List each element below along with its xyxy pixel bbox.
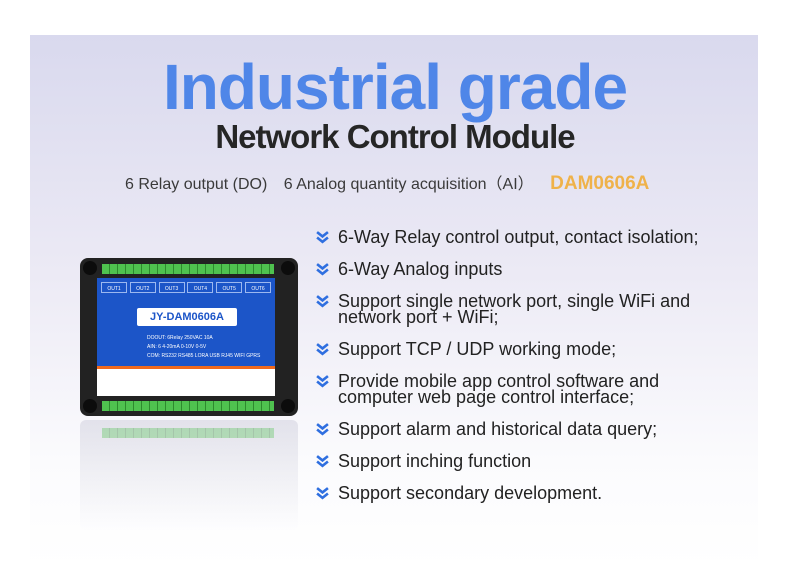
double-chevron-down-icon — [316, 487, 329, 500]
device-specs: DOOUT: 6Relay 250VAC 10A AIN: 6 4-20mA 0… — [147, 334, 260, 361]
feature-item: Provide mobile app control software and … — [316, 372, 736, 406]
output-label: OUT2 — [129, 282, 156, 293]
feature-list: 6-Way Relay control output, contact isol… — [316, 228, 736, 517]
feature-item: Support inching function — [316, 452, 736, 470]
sub-headline: Network Control Module — [215, 118, 575, 155]
output-labels: OUT1 OUT2 OUT3 OUT4 OUT5 OUT6 — [101, 282, 271, 293]
terminal-number-strip — [97, 366, 275, 396]
spec-do: DOOUT: 6Relay 250VAC 10A — [147, 335, 213, 341]
tagline-ai: 6 Analog quantity acquisition（AI） — [283, 176, 534, 193]
output-label: OUT5 — [216, 282, 243, 293]
feature-item: Support single network port, single WiFi… — [316, 292, 736, 326]
feature-item: 6-Way Relay control output, contact isol… — [316, 228, 736, 246]
double-chevron-down-icon — [316, 375, 329, 388]
double-chevron-down-icon — [316, 343, 329, 356]
double-chevron-down-icon — [316, 263, 329, 276]
double-chevron-down-icon — [316, 231, 329, 244]
tagline: 6 Relay output (DO) 6 Analog quantity ac… — [125, 170, 661, 195]
feature-item: Support TCP / UDP working mode; — [316, 340, 736, 358]
spec-ai: AIN: 6 4-20mA 0-10V 0-5V — [147, 344, 207, 350]
feature-item: Support secondary development. — [316, 484, 736, 502]
spec-comm: COM: RS232 RS485 LORA USB RJ45 WIFI GPRS — [147, 353, 261, 359]
tagline-do: 6 Relay output (DO) — [125, 176, 268, 193]
device-model-label: JY-DAM0606A — [137, 308, 237, 326]
device-reflection — [80, 420, 298, 530]
output-label: OUT4 — [187, 282, 214, 293]
double-chevron-down-icon — [316, 423, 329, 436]
double-chevron-down-icon — [316, 455, 329, 468]
mount-hole — [281, 399, 295, 413]
device-image: OUT1 OUT2 OUT3 OUT4 OUT5 OUT6 JY-DAM0606… — [80, 258, 298, 416]
device-face: OUT1 OUT2 OUT3 OUT4 OUT5 OUT6 JY-DAM0606… — [97, 278, 275, 396]
output-label: OUT1 — [101, 282, 127, 293]
headline: Industrial grade — [162, 51, 628, 123]
terminal-block-top — [102, 264, 274, 274]
feature-item: Support alarm and historical data query; — [316, 420, 736, 438]
mount-hole — [83, 261, 97, 275]
mount-hole — [83, 399, 97, 413]
output-label: OUT6 — [244, 282, 271, 293]
terminal-block-bottom — [102, 401, 274, 411]
feature-item: 6-Way Analog inputs — [316, 260, 736, 278]
double-chevron-down-icon — [316, 295, 329, 308]
output-label: OUT3 — [158, 282, 185, 293]
model-name: DAM0606A — [550, 173, 650, 194]
mount-hole — [281, 261, 295, 275]
